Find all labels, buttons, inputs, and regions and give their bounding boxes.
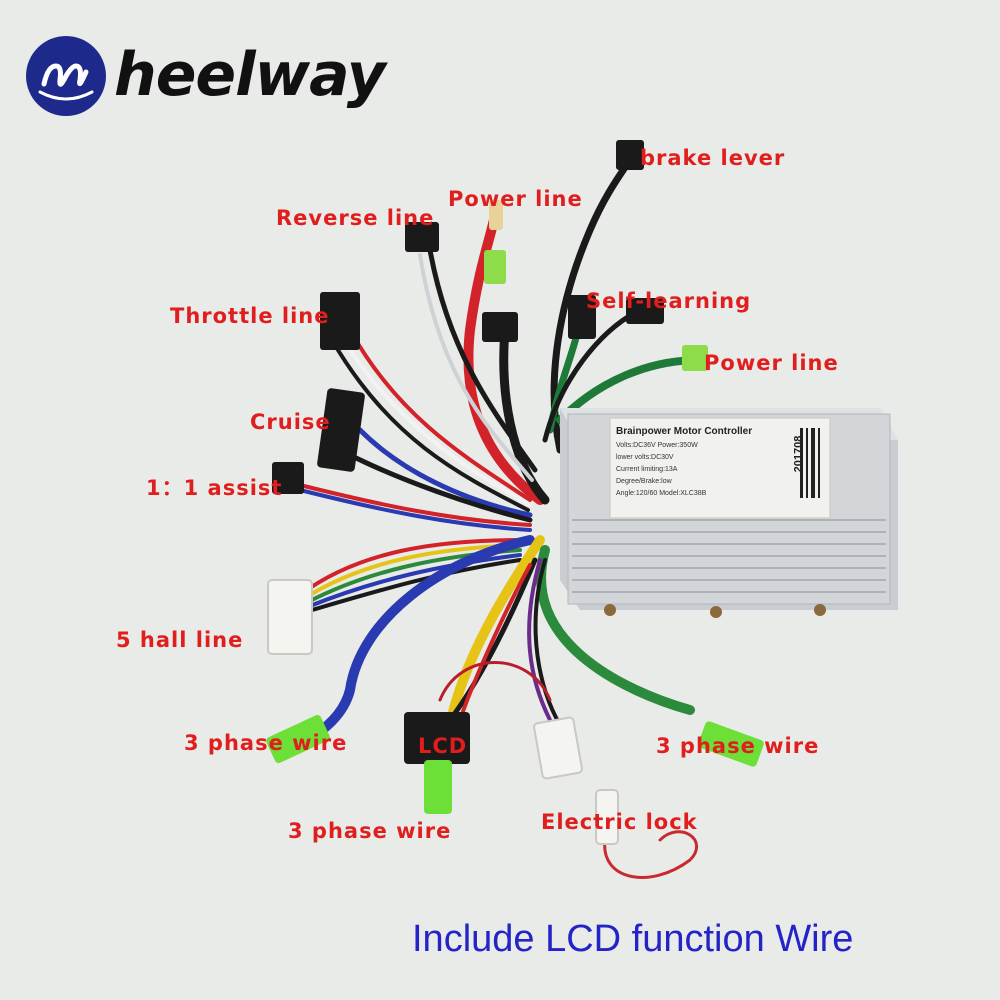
- wire-reverse-2: [418, 253, 534, 482]
- wire-assist-blue: [298, 488, 532, 532]
- wire-black-brake: [550, 156, 634, 454]
- wire-red-power: [463, 210, 545, 505]
- connector-black-mid: [482, 312, 518, 342]
- connector-throttle: [320, 292, 360, 350]
- controller-nameplate: Brainpower Motor Controller Volts:DC36V …: [616, 424, 826, 528]
- label-reverse-line: Reverse line: [276, 206, 435, 230]
- brand-logo-text: heelway: [114, 40, 386, 110]
- wire-hall-red: [298, 538, 522, 597]
- connector-hall: [267, 579, 313, 655]
- wire-lock-purple: [527, 558, 552, 722]
- caption: Include LCD function Wire: [412, 918, 854, 960]
- controller-box: [560, 408, 898, 618]
- label-three-phase-bottom: 3 phase wire: [288, 819, 452, 843]
- controller-spec-line: lower volts:DC30V: [616, 454, 674, 461]
- controller-serial: 201708: [792, 435, 805, 473]
- connector-lock-plug: [595, 789, 619, 845]
- controller-spec-line: Angle:120/60 Model:XLC38B: [616, 490, 707, 497]
- label-brake-lever: brake lever: [640, 146, 786, 170]
- controller-spec-line: Current limiting:13A: [616, 466, 678, 473]
- connector-power-right: [682, 345, 708, 371]
- connector-phase-right: [698, 721, 764, 767]
- wire-throttle-red: [348, 328, 532, 502]
- wire-lock-loop: [438, 661, 552, 702]
- wire-black-self: [542, 307, 643, 443]
- label-throttle-line: Throttle line: [170, 304, 330, 328]
- connector-lcd: [404, 712, 470, 764]
- wire-cruise-black: [347, 452, 533, 523]
- label-three-phase-right: 3 phase wire: [656, 734, 820, 758]
- wire-assist-red: [298, 483, 532, 527]
- wire-lcd-black: [447, 557, 538, 723]
- wire-lock-black: [533, 558, 562, 727]
- connector-phase-bottom: [424, 760, 452, 814]
- controller-spec-line: Degree/Brake:low: [616, 478, 672, 485]
- wire-throttle-black: [330, 338, 530, 512]
- controller-title: Brainpower Motor Controller: [616, 426, 753, 437]
- connector-power-top: [489, 200, 503, 230]
- label-five-hall-line: 5 hall line: [116, 628, 244, 652]
- label-electric-lock: Electric lock: [541, 810, 698, 834]
- connector-reverse: [405, 222, 439, 252]
- connector-self-b: [626, 298, 664, 324]
- connector-phase-left: [266, 714, 330, 764]
- wire-hall-black: [310, 558, 522, 612]
- wire-lock-red-loop: [603, 830, 698, 879]
- brand-logo: heelway: [26, 36, 406, 116]
- connector-brake: [616, 140, 644, 170]
- wire-black-power: [499, 325, 550, 505]
- connector-assist: [272, 462, 304, 494]
- wire-cruise-blue: [357, 427, 533, 518]
- label-power-line-top: Power line: [448, 187, 583, 211]
- controller-spec-line: Volts:DC36V Power:350W: [616, 442, 698, 449]
- label-self-learning: Self-learning: [586, 289, 752, 313]
- label-lcd: LCD: [418, 734, 468, 758]
- wire-lcd-red: [458, 563, 532, 722]
- wire-hall-blue: [308, 553, 522, 608]
- connector-power-top-sleeve: [484, 250, 506, 284]
- wire-reverse: [427, 247, 538, 473]
- connector-self-a: [568, 295, 596, 339]
- label-power-line-right: Power line: [704, 351, 839, 375]
- brand-logo-mark: [26, 36, 106, 116]
- wire-phase-blue: [310, 535, 535, 740]
- label-three-phase-left: 3 phase wire: [184, 731, 348, 755]
- connector-lock: [533, 716, 583, 780]
- label-one-one-assist: 1：1 assist: [146, 476, 283, 500]
- label-cruise: Cruise: [250, 410, 331, 434]
- connector-cruise: [317, 388, 365, 472]
- wire-throttle-white: [338, 333, 532, 507]
